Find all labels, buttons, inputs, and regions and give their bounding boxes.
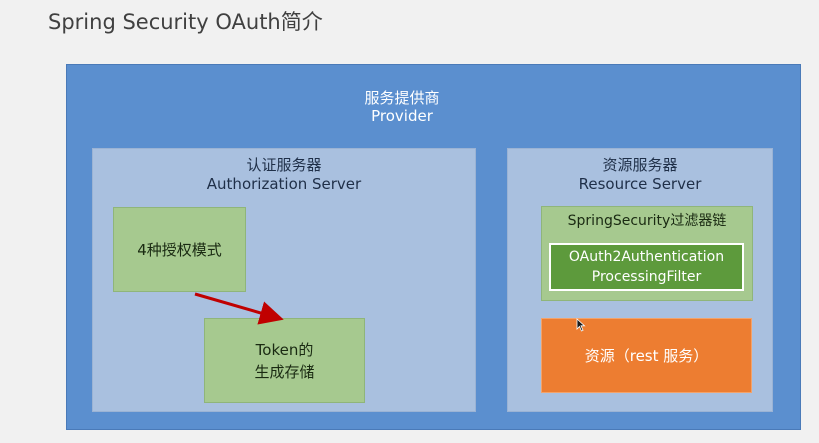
resource-rest-label: 资源（rest 服务） [584,347,709,365]
filter-chain-box: SpringSecurity过滤器链 OAuth2Authentication … [541,206,753,301]
arrow-right-down-icon [194,292,284,325]
oauth2-filter-line1: OAuth2Authentication [568,249,725,265]
arrow-line [194,292,284,325]
authorization-server-subtitle: Authorization Server [206,175,362,193]
resource-rest-box: 资源（rest 服务） [541,318,752,393]
oauth2-filter-box: OAuth2Authentication ProcessingFilter [549,243,744,291]
grant-modes-box: 4种授权模式 [113,207,246,292]
mouse-pointer-icon [576,318,586,332]
authorization-server-box: 认证服务器 Authorization Server 4种授权模式 Token的… [92,148,476,412]
grant-modes-label: 4种授权模式 [137,240,222,259]
token-storage-box: Token的 生成存储 [204,318,365,403]
resource-server-title: 资源服务器 [602,156,678,174]
provider-box: 服务提供商 Provider 认证服务器 Authorization Serve… [66,64,801,430]
authorization-server-title: 认证服务器 [246,156,322,174]
token-storage-line2: 生成存储 [254,362,315,381]
provider-title: 服务提供商 [364,89,440,107]
slide-title: Spring Security OAuth简介 [48,10,323,34]
filter-chain-label: SpringSecurity过滤器链 [567,213,727,229]
token-storage-line1: Token的 [255,340,314,359]
resource-server-box: 资源服务器 Resource Server SpringSecurity过滤器链… [507,148,773,412]
provider-subtitle: Provider [371,107,433,125]
resource-server-subtitle: Resource Server [578,175,702,193]
oauth2-filter-line2: ProcessingFilter [591,269,702,285]
